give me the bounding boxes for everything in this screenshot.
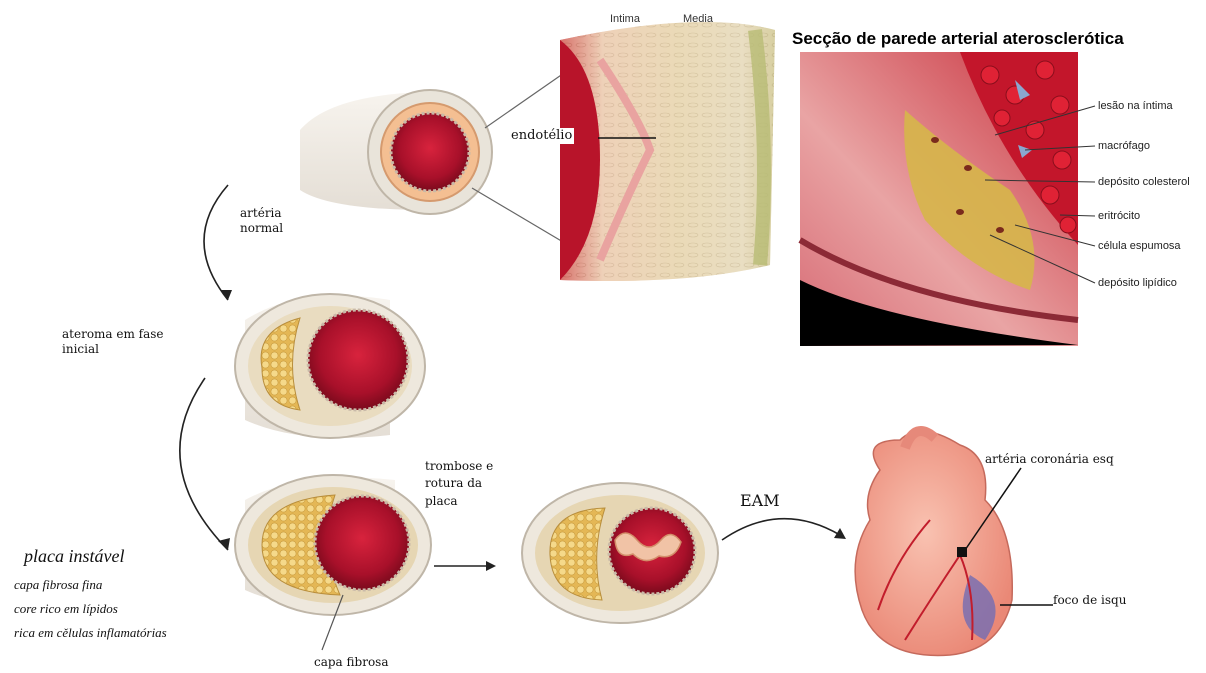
wall-layers-zoom <box>560 22 775 281</box>
ruptured-plaque <box>522 483 718 623</box>
section-panel <box>800 52 1095 346</box>
unstable-plaque <box>235 475 431 615</box>
unstable-line-2: core rico em lípidos <box>14 601 118 617</box>
label-erythrocyte: eritrócito <box>1098 210 1140 222</box>
early-atheroma <box>235 294 425 438</box>
label-intimal-lesion: lesão na íntima <box>1098 100 1173 112</box>
coronary-artery-label: artéria coronária esq <box>985 452 1114 467</box>
unstable-plaque-title: placa instável <box>24 545 124 568</box>
early-atheroma-label: ateroma em fase inicial <box>62 327 164 357</box>
normal-artery <box>300 90 492 214</box>
label-cholesterol-deposit: depósito colesterol <box>1098 176 1190 188</box>
label-foam-cell: célula espumosa <box>1098 240 1181 252</box>
fibrous-cap-label: capa fibrosa <box>314 655 388 670</box>
ischemia-focus-label: foco de isqu <box>1053 593 1126 608</box>
media-label: Media <box>683 13 713 25</box>
eam-label: EAM <box>740 491 780 511</box>
label-macrophage: macrófago <box>1098 140 1150 152</box>
section-title: Secção de parede arterial aterosclerótic… <box>792 29 1124 49</box>
label-lipid-deposit: depósito lipídico <box>1098 277 1177 289</box>
unstable-line-1: capa fibrosa fina <box>14 577 102 593</box>
normal-artery-label: artéria normal <box>240 206 283 236</box>
thrombosis-label: trombose e rotura da placa <box>425 458 493 510</box>
intima-label: Intima <box>610 13 640 25</box>
unstable-line-3: rica em cělulas inflamatórias <box>14 625 167 641</box>
endothelium-label: endotélio <box>509 128 574 144</box>
